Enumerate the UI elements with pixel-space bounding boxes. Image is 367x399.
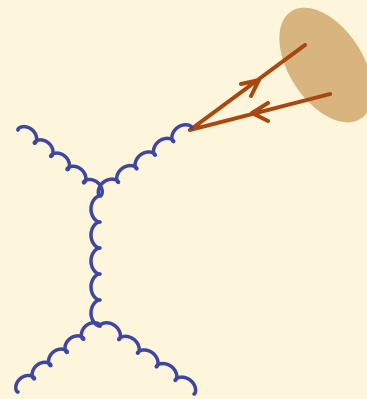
feynman-diagram — [0, 0, 367, 399]
diagram-svg — [0, 0, 367, 399]
